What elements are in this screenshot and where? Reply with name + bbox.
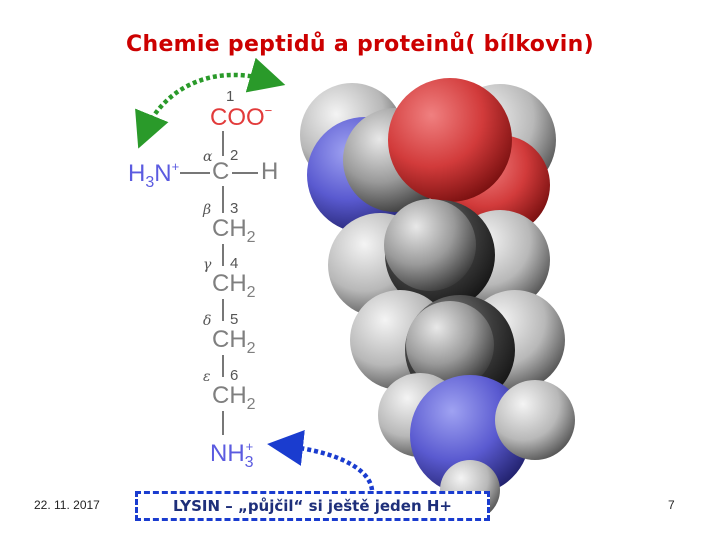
ch2-group-3: CH2 [212,217,256,246]
ch-label-3: CH [212,215,247,242]
amine-n: N [154,160,172,187]
carboxyl-group: COO− [210,104,272,130]
terminal-subscript: 3 [244,454,254,471]
ch-label-5: CH [212,326,247,353]
slide-title: Chemie peptidů a proteinů( bílkovin) [126,32,594,57]
green-double-arrow-icon [135,57,286,149]
carbon-number-6: 6 [230,367,239,384]
amine-h: H [128,160,146,187]
carbon-number-1: 1 [226,88,235,105]
terminal-ammonium-group: NH3+ [210,439,254,471]
carboxyl-label: COO [210,104,265,131]
carbon-number-3: 3 [230,200,239,217]
greek-delta: δ [203,313,212,329]
bond-n-c2 [180,172,210,174]
slide-number: 7 [668,498,675,512]
ch2-group-6: CH2 [212,384,256,413]
carbon-number-4: 4 [230,255,239,272]
greek-epsilon: ε [203,369,211,385]
alpha-hydrogen: H [261,158,279,185]
bond-c3-c4 [222,244,224,266]
amine-charge: + [171,159,180,174]
ch2-group-4: CH2 [212,272,256,301]
bond-c2-h [232,172,258,174]
footer-date: 22. 11. 2017 [34,498,100,512]
ch-label-6: CH [212,382,247,409]
alpha-carbon: C [212,158,230,185]
amine-group: H3N+ [128,160,179,191]
blue-dotted-arrow-icon [267,430,375,491]
bond-c5-c6 [222,355,224,377]
ch-label-4: CH [212,270,247,297]
carboxyl-charge: − [264,103,273,118]
bond-c6-n [222,411,224,435]
amine-subscript: 3 [145,174,155,191]
carbon-number-5: 5 [230,311,239,328]
lysine-caption-box: LYSIN – „půjčil“ si ještě jeden H+ [135,491,490,521]
ch-subscript-5: 2 [246,340,256,357]
ch-subscript-6: 2 [246,396,256,413]
carbon-number-2: 2 [230,147,239,164]
greek-alpha: α [203,149,213,165]
ch2-group-5: CH2 [212,328,256,357]
bond-c1-c2 [222,131,224,156]
bond-c4-c5 [222,299,224,321]
terminal-nh: NH [210,440,245,467]
space-filling-molecule-model [300,78,575,520]
ch-subscript-3: 2 [246,229,256,246]
greek-beta: β [203,202,212,218]
bond-c2-c3 [222,186,224,213]
greek-gamma: γ [203,257,212,273]
ch-subscript-4: 2 [246,284,256,301]
terminal-charge: + [245,439,254,454]
